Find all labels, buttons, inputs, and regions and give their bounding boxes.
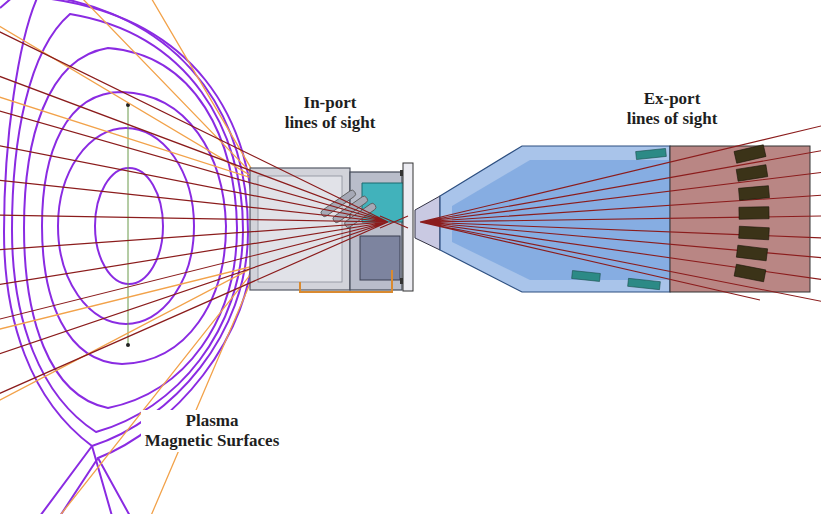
chord-end [126,343,130,347]
detector-block [670,146,810,292]
mount [628,278,661,289]
pipe [300,270,392,292]
detector [736,165,768,182]
detector [739,207,769,220]
mount [572,271,601,282]
mount [636,148,667,159]
flux-surface [42,92,226,364]
detector [736,245,767,261]
bolt [400,278,403,284]
in-port-lines-of-sight [0,30,408,395]
detector [739,226,770,240]
flux-surface [95,168,163,284]
section-label: Plasma Magnetic Surfaces [141,410,284,452]
ex-port-lines-of-sight [420,125,821,302]
lower-block [360,236,400,280]
mirror-cylinders [320,189,377,229]
section-label: In-port lines of sight [281,92,380,134]
detectors [734,145,769,282]
section-label: Ex-port lines of sight [623,88,722,130]
bolt [400,170,403,176]
detector [734,145,766,163]
bolts [400,170,403,284]
detector [734,264,766,282]
chord-line [128,105,129,345]
detector [739,186,770,201]
port-inner [258,176,342,282]
